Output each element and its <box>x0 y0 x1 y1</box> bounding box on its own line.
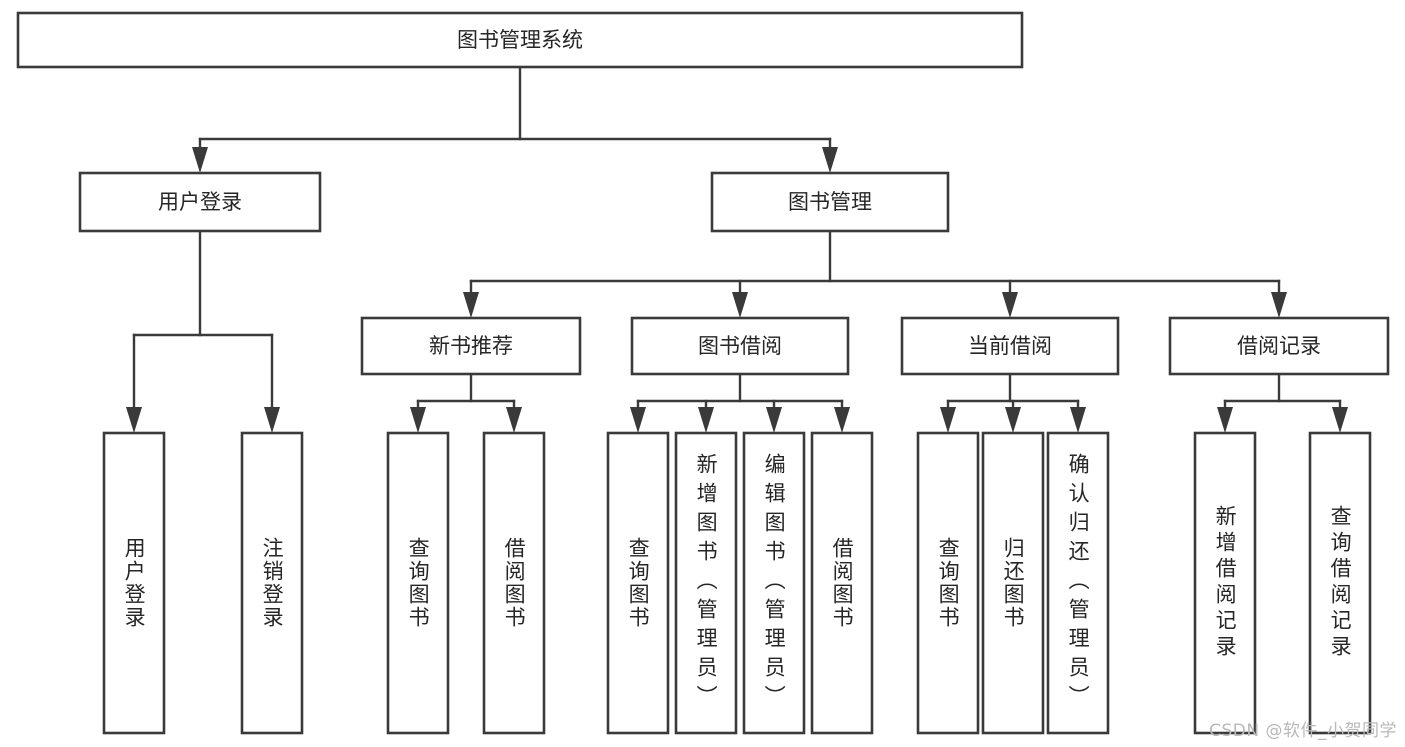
leaf-box-leaf-query-book-current[interactable] <box>916 431 980 735</box>
edge-new-book-recommend-to-leaf-query-book-rec-arrowhead <box>410 407 426 433</box>
leaf-box-leaf-user-login[interactable] <box>102 431 166 735</box>
edge-current-borrow-to-leaf-query-book-current-arrowhead <box>940 407 956 433</box>
watermark: CSDN @软件_小贺同学 <box>1209 721 1397 741</box>
leaf-box-leaf-query-book-borrow[interactable] <box>606 431 670 735</box>
leaf-box-leaf-query-book-rec[interactable] <box>386 431 450 735</box>
node-box-borrow-record[interactable] <box>1168 316 1390 376</box>
node-box-book-borrow[interactable] <box>630 316 850 376</box>
node-boxes <box>16 11 1390 735</box>
node-label-current-borrow: 当前借阅 <box>968 334 1052 358</box>
node-label-new-book-recommend: 新书推荐 <box>429 334 513 358</box>
edge-borrow-record-to-leaf-query-borrow-record-arrowhead <box>1332 407 1348 433</box>
edge-root-to-user-login-arrowhead <box>192 147 208 173</box>
leaf-box-leaf-borrow-book[interactable] <box>810 431 874 735</box>
edge-user-login-to-leaf-user-logout-arrowhead <box>264 407 280 433</box>
leaf-box-leaf-query-borrow-record[interactable] <box>1308 431 1372 735</box>
node-box-root[interactable] <box>16 11 1024 69</box>
leaf-box-leaf-user-logout[interactable] <box>240 431 304 735</box>
edge-book-borrow-to-leaf-add-book-admin-arrowhead <box>698 407 714 433</box>
node-label-book-borrow: 图书借阅 <box>698 334 782 358</box>
node-label-book-manage: 图书管理 <box>788 190 872 214</box>
node-label-borrow-record: 借阅记录 <box>1237 334 1321 358</box>
edge-bookmanage-to-book-borrow-arrowhead <box>732 292 748 318</box>
edge-bookmanage-to-borrow-record-arrowhead <box>1271 292 1287 318</box>
node-box-book-manage[interactable] <box>710 171 950 233</box>
node-label-root: 图书管理系统 <box>457 28 583 52</box>
leaf-box-leaf-borrow-book-rec[interactable] <box>482 431 546 735</box>
edge-current-borrow-to-leaf-confirm-return-admin-arrowhead <box>1070 407 1086 433</box>
node-box-user-login[interactable] <box>78 171 322 233</box>
edge-new-book-recommend-to-leaf-borrow-book-rec-arrowhead <box>506 407 522 433</box>
edge-book-borrow-to-leaf-edit-book-admin-arrowhead <box>766 407 782 433</box>
leaf-box-leaf-add-borrow-record[interactable] <box>1193 431 1257 735</box>
leaf-box-leaf-return-book[interactable] <box>981 431 1045 735</box>
leaf-box-leaf-add-book-admin[interactable] <box>674 431 738 735</box>
edge-book-borrow-to-leaf-query-book-borrow-arrowhead <box>630 407 646 433</box>
node-label-user-login: 用户登录 <box>158 190 242 214</box>
connector-edges <box>126 65 1348 433</box>
edge-book-borrow-to-leaf-borrow-book-arrowhead <box>834 407 850 433</box>
leaf-box-leaf-confirm-return-admin[interactable] <box>1046 431 1110 735</box>
edge-user-login-to-leaf-user-login-arrowhead <box>126 407 142 433</box>
edge-bookmanage-to-current-borrow-arrowhead <box>1002 292 1018 318</box>
edge-current-borrow-to-leaf-return-book-arrowhead <box>1005 407 1021 433</box>
edge-root-to-book-manage-arrowhead <box>822 147 838 173</box>
leaf-box-leaf-edit-book-admin[interactable] <box>742 431 806 735</box>
node-box-current-borrow[interactable] <box>900 316 1120 376</box>
node-box-new-book-recommend[interactable] <box>360 316 582 376</box>
edge-borrow-record-to-leaf-add-borrow-record-arrowhead <box>1217 407 1233 433</box>
edge-bookmanage-to-new-book-recommend-arrowhead <box>463 292 479 318</box>
